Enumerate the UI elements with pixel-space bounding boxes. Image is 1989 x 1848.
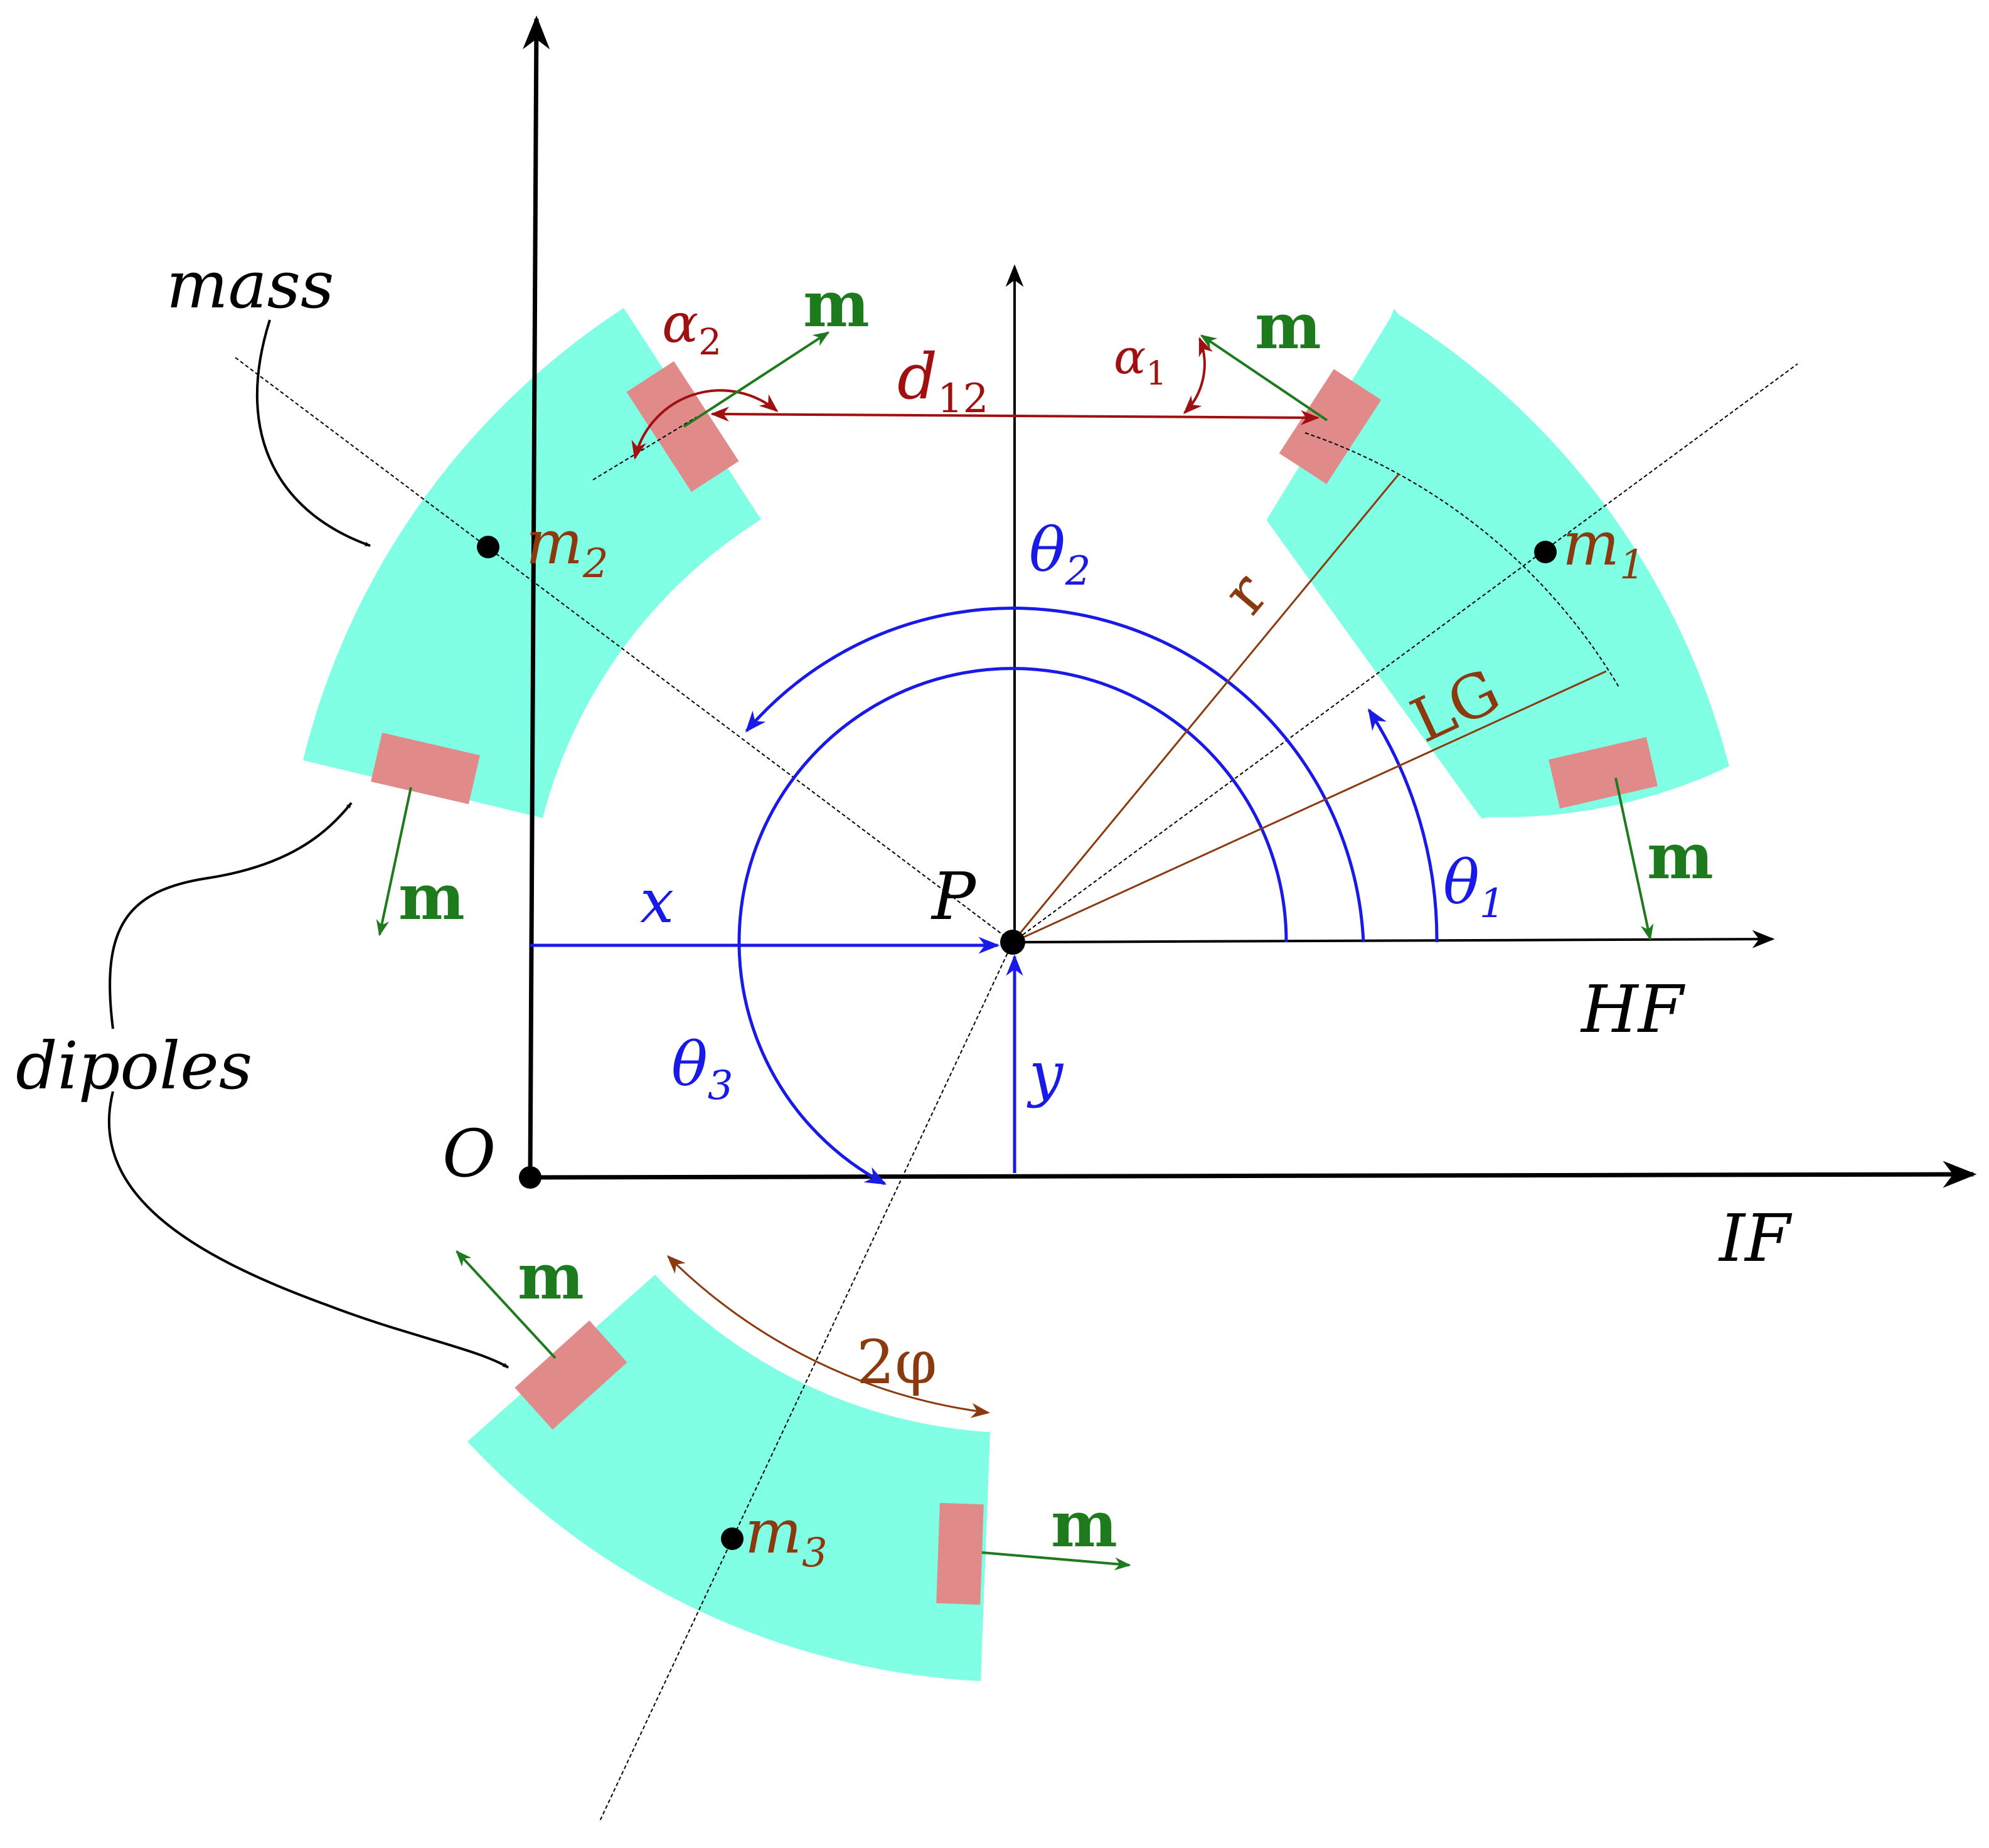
label-m2: m2	[526, 507, 609, 587]
dipole-arrow-left-top	[683, 331, 830, 428]
label-m1: m1	[1562, 509, 1645, 588]
label-dipole-m-bottom-left: m	[518, 1240, 584, 1314]
dipole-arrow-left-bottom	[376, 787, 412, 937]
dipole-arrow-right-bottom	[1614, 777, 1654, 941]
label-origin: O	[442, 1115, 496, 1192]
dipole-arrow-bottom-left	[456, 1250, 557, 1359]
point-m2	[477, 536, 499, 558]
dotted-arc-m1	[1304, 432, 1619, 688]
arc-theta2	[745, 607, 1365, 943]
label-x: x	[640, 866, 674, 937]
arc-theta1	[1367, 708, 1439, 943]
axis-vertical-o	[523, 15, 550, 1178]
label-dipole-m-left-bottom: m	[398, 860, 465, 934]
line-p-m1	[1012, 363, 1798, 943]
label-dipole-m-right-bottom: m	[1647, 819, 1714, 893]
arrow-d12	[710, 406, 1320, 425]
label-mass: mass	[166, 247, 334, 323]
label-dipole-m-left-top: m	[803, 267, 870, 341]
label-axis-if: IF	[1718, 1200, 1793, 1277]
arc-alpha1	[1183, 337, 1213, 415]
label-theta2: θ2	[1029, 515, 1091, 595]
label-alpha1: α1	[1114, 329, 1166, 393]
magnet-right-top	[1279, 369, 1382, 484]
label-m3: m3	[745, 1497, 828, 1576]
axis-hf	[1012, 930, 1775, 948]
point-p	[1000, 930, 1025, 955]
pointer-mass	[255, 319, 371, 547]
magnet-bottom-left	[515, 1320, 627, 1430]
label-y: y	[1026, 1039, 1064, 1109]
label-dipoles: dipoles	[16, 1028, 252, 1104]
label-theta3: θ3	[671, 1029, 733, 1109]
label-2phi: 2φ	[856, 1327, 937, 1398]
label-axis-hf: HF	[1580, 971, 1686, 1048]
line-p-m2	[235, 357, 1013, 943]
arc-alpha2	[631, 389, 779, 460]
label-dipole-m-bottom-right: m	[1051, 1487, 1117, 1561]
dipole-arrow-right-top	[1200, 334, 1328, 422]
label-dipole-m-right-top: m	[1255, 289, 1321, 363]
dipole-arrow-bottom-right	[981, 1551, 1131, 1571]
label-alpha2: α2	[662, 292, 722, 363]
line-lg	[1012, 670, 1607, 943]
arc-theta3	[737, 667, 1288, 1186]
label-r: r	[1209, 560, 1281, 627]
magnet-right-bottom	[1549, 737, 1658, 809]
line-r	[1011, 473, 1400, 943]
pointer-dipoles-bottom	[107, 1091, 509, 1369]
point-o	[519, 1166, 541, 1189]
label-d12: d12	[897, 340, 988, 422]
arc-2phi	[666, 1255, 990, 1418]
point-m3	[721, 1527, 744, 1550]
point-m1	[1534, 541, 1557, 563]
magnet-bottom-right	[936, 1502, 984, 1605]
label-p: P	[931, 858, 977, 935]
axis-if	[530, 1160, 1977, 1188]
pointer-dipoles-top	[109, 802, 353, 1029]
mass-segment-right	[1267, 312, 1729, 819]
label-theta1: θ1	[1443, 847, 1505, 927]
magnet-left-bottom	[371, 733, 480, 804]
